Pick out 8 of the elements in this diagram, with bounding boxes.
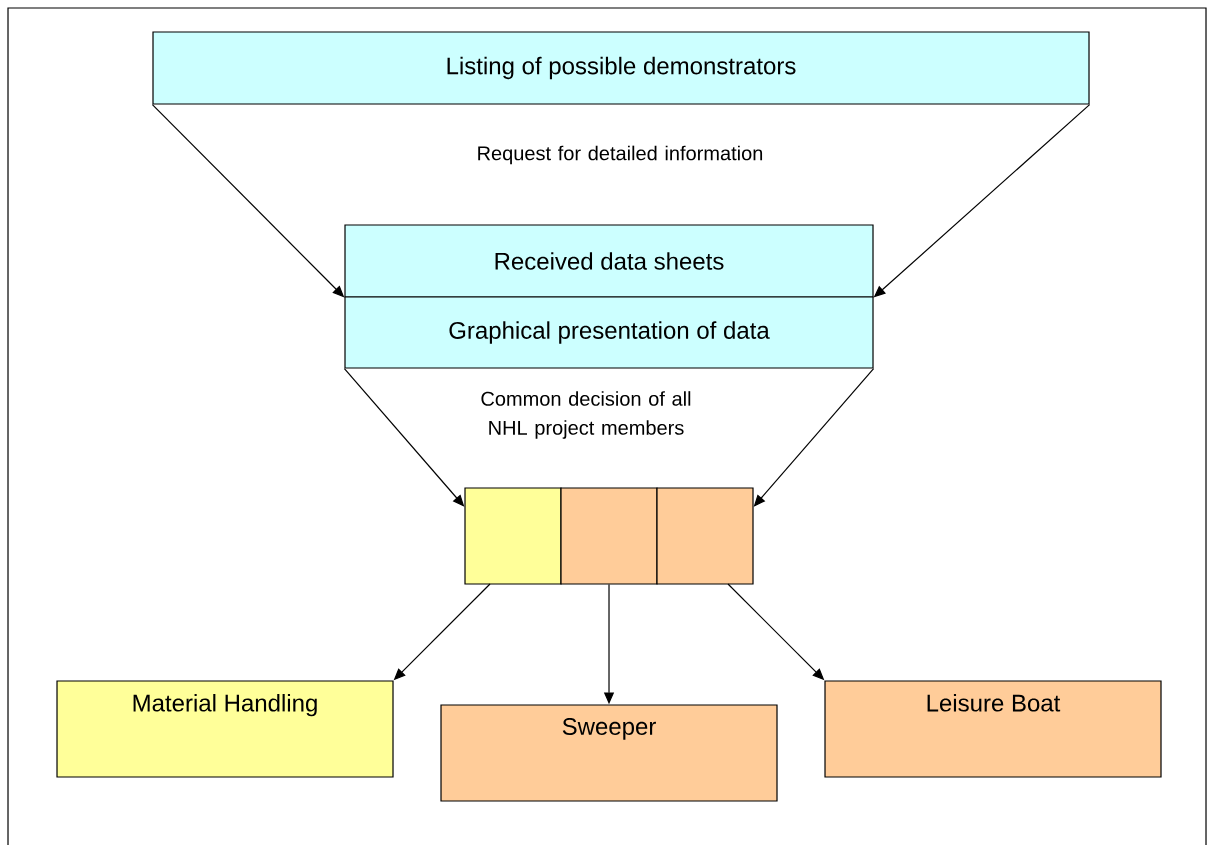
process-box: Graphical presentation of data: [344, 296, 874, 369]
process-box: Material Handling: [56, 680, 394, 778]
process-box: Sweeper: [440, 704, 778, 802]
process-box: Listing of possible demonstrators: [152, 31, 1090, 105]
note-text: Request for detailed information: [478, 145, 763, 165]
note-text: Common decision of all NHL project members: [481, 391, 691, 439]
process-box: Received data sheets: [344, 224, 874, 298]
process-box: Leisure Boat: [824, 680, 1162, 778]
